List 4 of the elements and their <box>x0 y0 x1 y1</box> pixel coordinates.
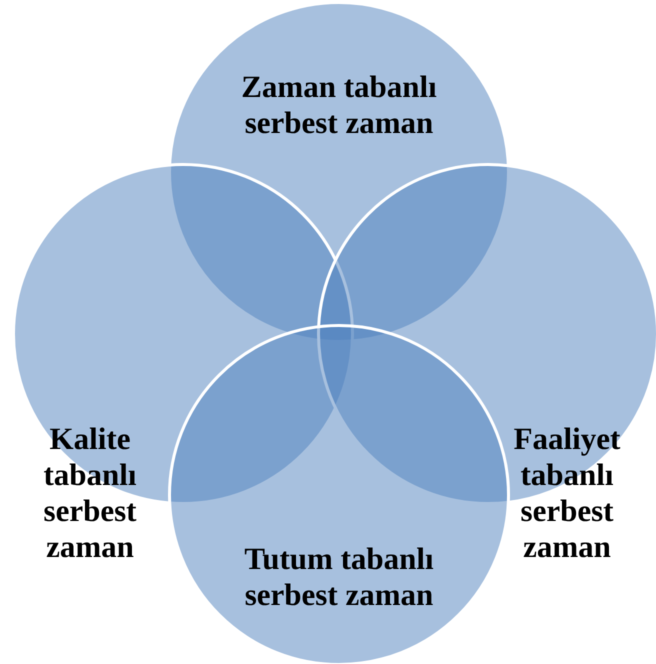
circle-label: Zaman tabanlı serbest zaman <box>240 69 438 141</box>
circle-label: Kalite tabanlı serbest zaman <box>42 421 138 565</box>
circle-label: Faaliyet tabanlı serbest zaman <box>512 421 622 565</box>
circle-label: Tutum tabanlı serbest zaman <box>243 541 435 613</box>
